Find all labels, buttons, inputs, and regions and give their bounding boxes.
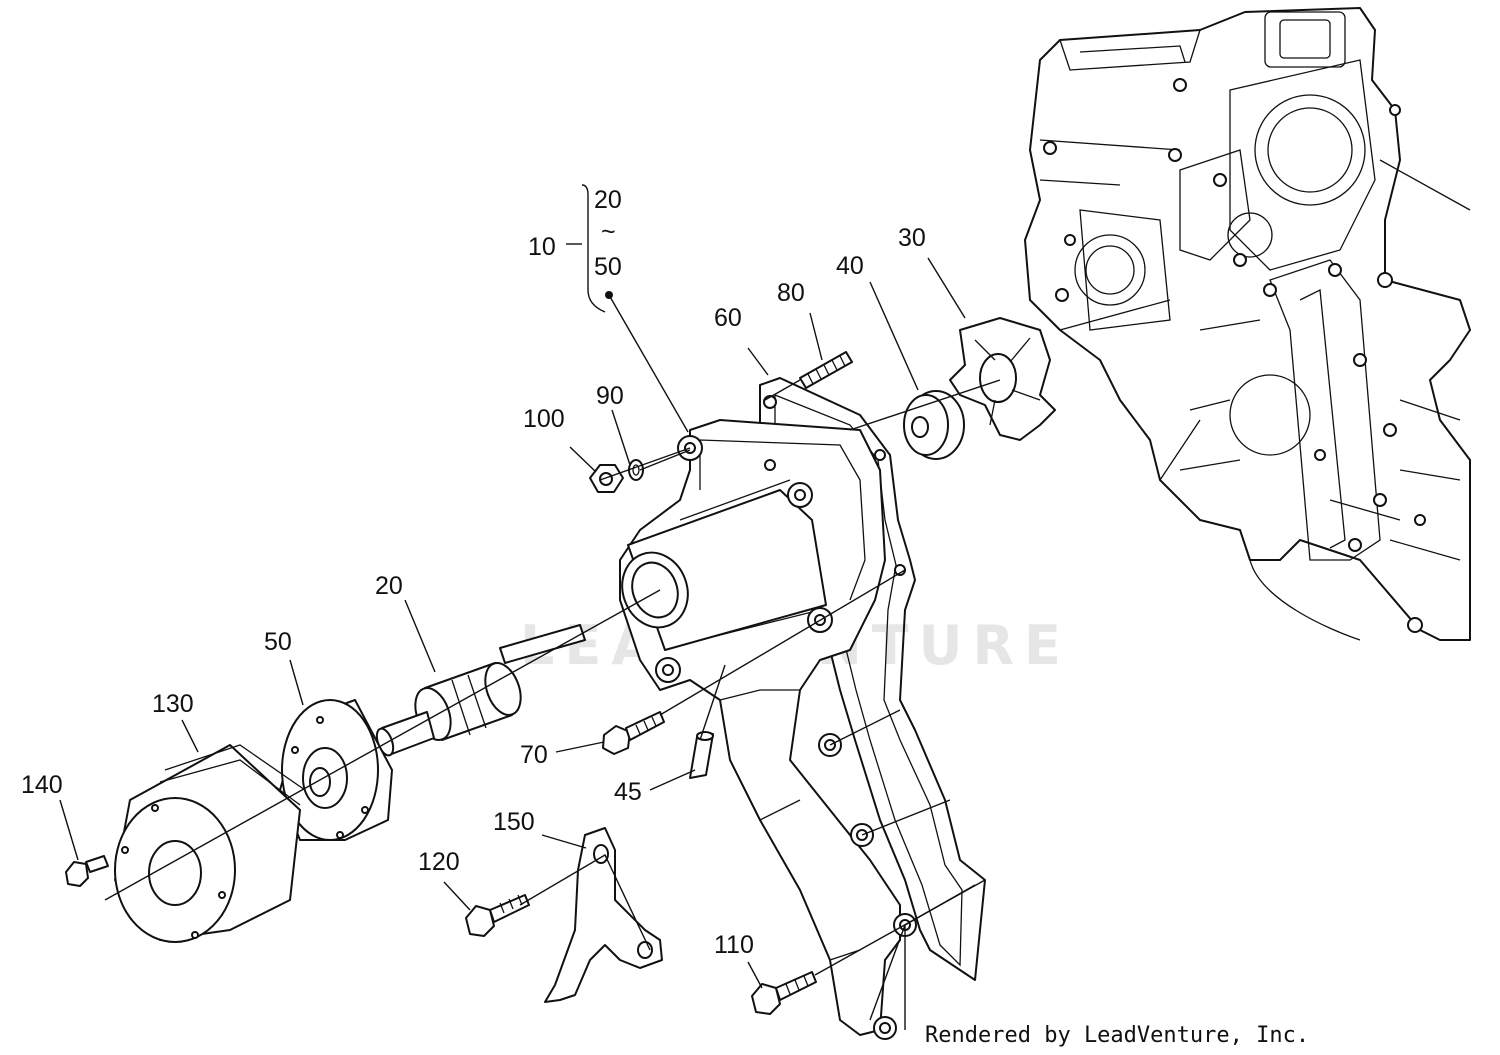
- bracket: [544, 827, 663, 1003]
- callout-labels: 10 20 ~ 50 30 40 60 80 90 100 20 50 130 …: [21, 186, 926, 959]
- render-credit: Rendered by LeadVenture, Inc.: [925, 1023, 1309, 1048]
- callout-range-bottom: 50: [594, 253, 622, 281]
- callout-range-separator: ~: [601, 218, 616, 246]
- callout-45: 45: [614, 778, 642, 806]
- callout-30: 30: [898, 224, 926, 252]
- callout-leaders: [59, 184, 966, 989]
- callout-150: 150: [493, 808, 535, 836]
- callout-130: 130: [152, 690, 194, 718]
- callout-10: 10: [528, 233, 556, 261]
- callout-90: 90: [596, 382, 624, 410]
- pulley-hub: [279, 699, 393, 841]
- mechanical-seal: [903, 390, 965, 460]
- engine-block: [1024, 7, 1471, 641]
- water-pump-body: [619, 419, 917, 1040]
- callout-20: 20: [375, 572, 403, 600]
- assembly-centerlines: [104, 379, 1001, 1030]
- callout-120: 120: [418, 848, 460, 876]
- impeller: [949, 317, 1056, 441]
- stud-bolt: [799, 351, 853, 389]
- callout-100: 100: [523, 405, 565, 433]
- callout-50: 50: [264, 628, 292, 656]
- callout-70: 70: [520, 741, 548, 769]
- pulley-bolt: [65, 855, 109, 887]
- callout-80: 80: [777, 279, 805, 307]
- bearing-shaft: [375, 624, 586, 757]
- callout-140: 140: [21, 771, 63, 799]
- flange-bolt: [602, 711, 665, 755]
- callout-range-top: 20: [594, 186, 622, 214]
- callout-40: 40: [836, 252, 864, 280]
- fan-pulley: [114, 744, 306, 943]
- gasket-bolt: [751, 971, 817, 1015]
- callout-110: 110: [714, 931, 754, 959]
- bracket-bolt: [465, 894, 530, 937]
- nut-and-washer: [589, 459, 644, 493]
- callout-60: 60: [714, 304, 742, 332]
